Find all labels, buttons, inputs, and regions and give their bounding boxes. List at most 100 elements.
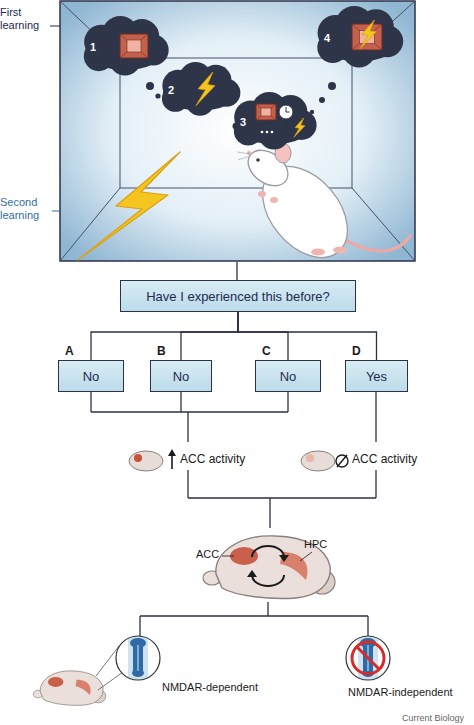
mouse-tail xyxy=(345,236,410,251)
answer-text: No xyxy=(280,369,297,384)
receptor-channel xyxy=(137,645,139,671)
tree-connector xyxy=(181,312,238,360)
answer-text: No xyxy=(83,369,100,384)
test-chamber xyxy=(60,1,415,261)
cloud-part xyxy=(84,41,114,71)
branch-letter: A xyxy=(65,344,74,358)
tree-connector xyxy=(238,312,377,360)
leader-line xyxy=(222,556,234,557)
activity-label: ACC activity xyxy=(180,453,270,467)
delay-dot xyxy=(271,131,274,134)
leader-line xyxy=(52,211,60,212)
cloud-part xyxy=(212,79,240,107)
thought-dot xyxy=(155,93,160,98)
tree-connector xyxy=(238,312,288,360)
zoom-outline xyxy=(346,636,390,680)
chamber-edge xyxy=(256,104,276,120)
shock-bolt xyxy=(78,152,180,260)
callout-number: 4 xyxy=(324,32,330,44)
shock-icon xyxy=(360,20,376,49)
no-change-symbol xyxy=(336,455,348,467)
zoom-outline xyxy=(116,636,160,680)
answer-text: No xyxy=(173,369,190,384)
shock-icon xyxy=(196,72,215,106)
branch-letter: D xyxy=(352,344,361,358)
loop-arrow xyxy=(252,546,284,557)
branch-letter: B xyxy=(157,344,166,358)
brain-illustration xyxy=(33,671,106,705)
zoom-fill xyxy=(346,636,390,680)
leader-line xyxy=(50,26,60,27)
question-text: Have I experienced this before? xyxy=(146,289,330,304)
answer-box: DYes xyxy=(345,360,408,392)
receptor-body xyxy=(133,643,143,673)
chamber-back xyxy=(261,108,271,116)
question-box: Have I experienced this before? xyxy=(120,280,356,312)
thought-bubble: 4 xyxy=(312,6,406,70)
chamber-wall xyxy=(120,34,148,58)
flow-line xyxy=(188,470,376,528)
flow-line xyxy=(91,392,376,442)
chamber-perspective xyxy=(60,1,415,261)
receptor-zoom xyxy=(346,636,390,680)
mouse-head xyxy=(241,143,294,193)
mouse-foot xyxy=(333,247,347,254)
chamber-icon xyxy=(256,104,276,120)
acc-inactive-spot xyxy=(306,454,314,462)
delay-dot xyxy=(266,131,269,134)
cloud-part xyxy=(234,117,263,146)
zoom-fill xyxy=(116,636,160,680)
mouse-eye xyxy=(256,158,260,162)
mouse-paw xyxy=(258,191,266,197)
callout-number: 3 xyxy=(240,116,246,128)
region-label: ACC xyxy=(196,548,226,561)
thought-dot xyxy=(146,82,154,90)
answer-box: BNo xyxy=(150,360,212,392)
chamber-back xyxy=(127,40,141,52)
clock-hands xyxy=(286,107,290,112)
increase-arrow-head xyxy=(168,449,176,456)
callout-number: 1 xyxy=(90,41,96,53)
chamber-icon xyxy=(120,34,148,58)
mouse-foot xyxy=(311,249,325,256)
mouse-whiskers xyxy=(237,152,250,160)
journal-watermark: Current Biology xyxy=(402,713,474,723)
thought-bubble: 1 xyxy=(78,16,172,78)
block-slash xyxy=(357,647,379,669)
brain-icon xyxy=(129,451,163,471)
loop-arrow-head xyxy=(247,570,257,577)
thought-bubble: 3 xyxy=(228,92,320,152)
flow-line xyxy=(140,602,368,636)
acc-active-spot xyxy=(134,454,142,462)
thought-bubble: 2 xyxy=(156,62,244,118)
mouse-nose xyxy=(247,151,251,155)
increase-arrow xyxy=(171,454,173,469)
leader-line xyxy=(300,552,312,561)
cloud-part xyxy=(258,118,289,149)
chamber-edge xyxy=(120,34,148,58)
thought-dot xyxy=(319,97,325,103)
answer-box: ANo xyxy=(58,360,124,392)
mouse-paw xyxy=(270,197,278,203)
receptor-zoom xyxy=(116,636,160,680)
brain-icon xyxy=(301,451,335,471)
region-label: HPC xyxy=(304,538,338,551)
cloud-part xyxy=(162,85,189,112)
activity-label: ACC activity xyxy=(352,453,452,467)
answer-box: CNo xyxy=(255,360,321,392)
mechanism-label: NMDAR-independent xyxy=(348,686,474,699)
loop-arrow xyxy=(252,575,284,586)
clock-icon xyxy=(279,105,293,119)
answer-text: Yes xyxy=(366,369,387,384)
callout-number: 2 xyxy=(168,84,174,96)
mechanism-label: NMDAR-dependent xyxy=(162,681,292,694)
tree-connector xyxy=(91,312,238,360)
chamber-wall xyxy=(256,104,276,120)
block-symbol xyxy=(352,642,384,674)
chamber-back-wall xyxy=(120,58,352,188)
loop-arrow-head xyxy=(279,555,289,562)
membrane xyxy=(128,636,148,680)
no-change-slash xyxy=(337,455,347,467)
